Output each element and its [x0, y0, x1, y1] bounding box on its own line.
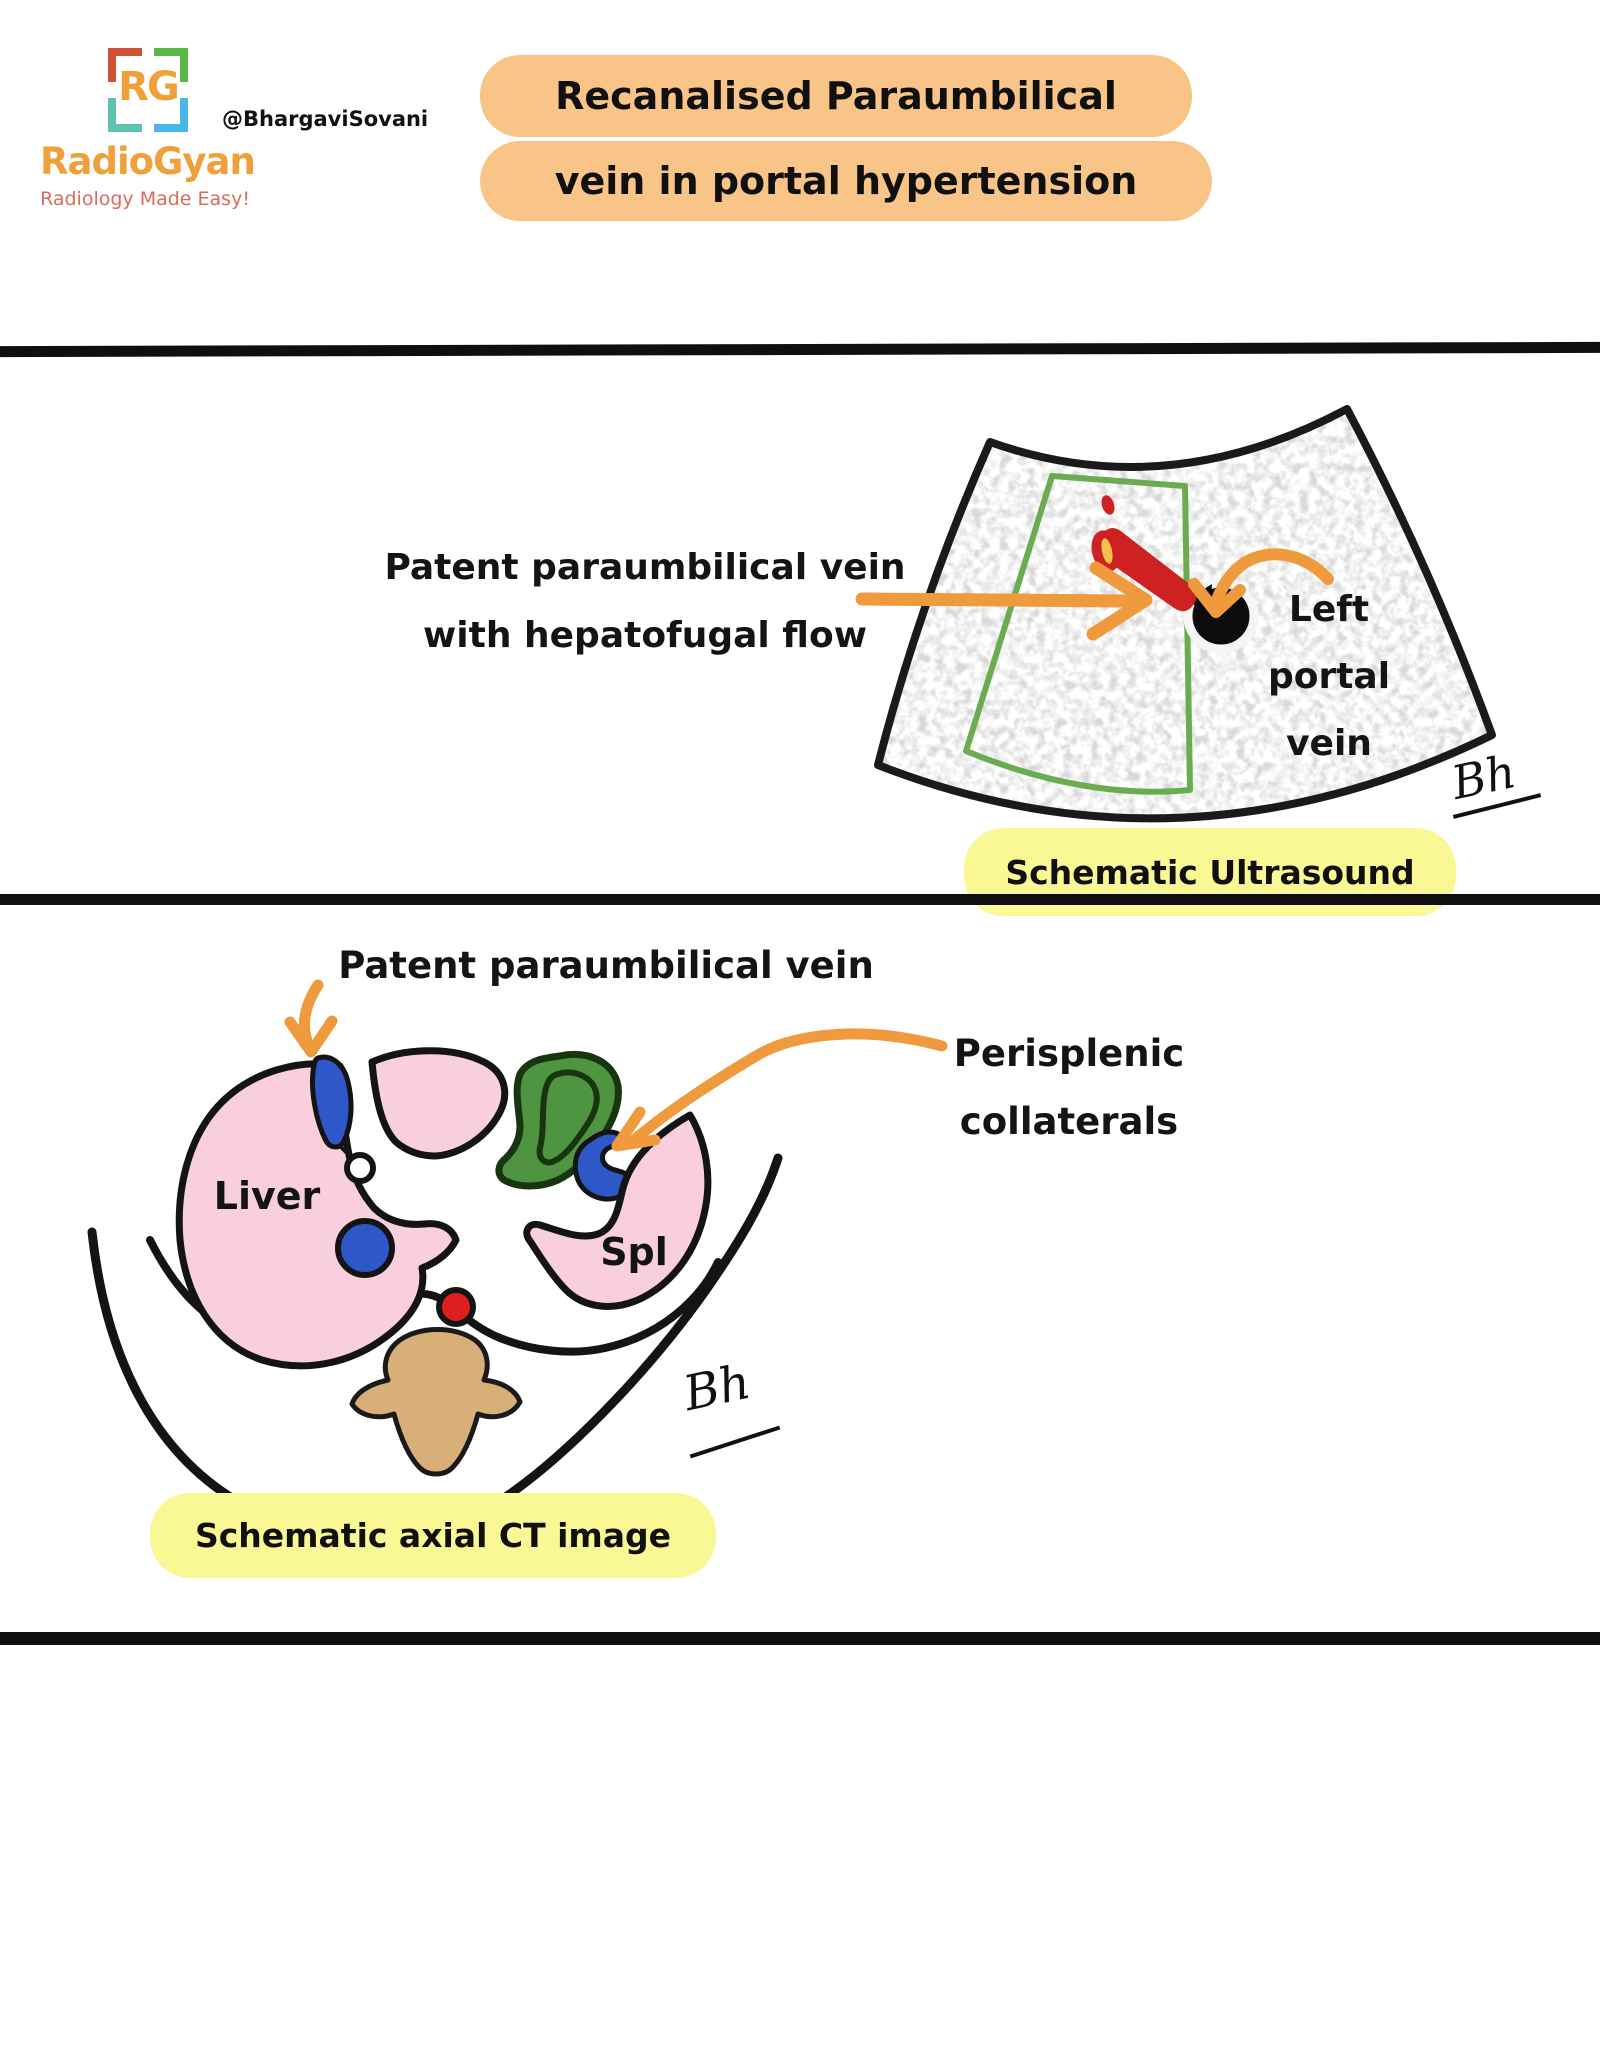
perisplenic-arrow-shaft — [628, 1028, 948, 1146]
ct-caption-pill: Schematic axial CT image — [150, 1493, 716, 1578]
separator-line-middle — [0, 894, 1600, 905]
title-line1: Recanalised Paraumbilical — [555, 74, 1117, 118]
aorta — [436, 1287, 476, 1327]
paraumbilical-arrow-head — [1086, 561, 1153, 641]
logo-rg-letters: RG — [118, 64, 180, 110]
ultrasound-schematic — [855, 405, 1496, 823]
left-portal-vein-label-line1: Left — [1288, 589, 1370, 630]
separator-line-bottom — [0, 1632, 1600, 1645]
color-flow-dot — [1101, 495, 1115, 515]
portal-branch-circle — [335, 1218, 395, 1278]
radiogyan-logo: RG — [108, 48, 188, 132]
portal-vein-arrow-shaft — [1209, 548, 1334, 612]
brand-name: RadioGyan — [40, 140, 256, 183]
left-portal-vein-label-line3: vein — [1286, 723, 1372, 764]
logo-corner-top-left — [108, 48, 142, 82]
ct-perisplenic-annotation-line2: collaterals — [959, 1100, 1179, 1143]
us-caption: Schematic Ultrasound — [1005, 852, 1415, 892]
paraumbilical-vein-ct — [310, 1054, 354, 1150]
us-annotation-line1: Patent paraumbilical vein — [384, 547, 906, 588]
liver-label: Liver — [213, 1174, 321, 1218]
color-flow-aliasing-patch — [1101, 538, 1113, 564]
perisplenic-collaterals-shape — [572, 1129, 633, 1202]
us-annotation-line2: with hepatofugal flow — [423, 615, 867, 656]
falciform-white-circle — [344, 1152, 376, 1184]
portal-vein-arrow-head — [1188, 578, 1246, 618]
ct-paraumbilical-arrow-head — [284, 1015, 338, 1058]
stomach-inner-fold — [536, 1069, 600, 1166]
logo-corner-bottom-right — [154, 98, 188, 132]
paraumbilical-arrow-shaft — [855, 592, 1135, 608]
logo-corner-top-right — [154, 48, 188, 82]
ct-perisplenic-annotation: Perisplenic collaterals — [938, 1020, 1200, 1156]
ct-caption: Schematic axial CT image — [194, 1516, 672, 1555]
title-line2: vein in portal hypertension — [554, 159, 1138, 203]
spleen-shape — [523, 1111, 712, 1310]
us-annotation: Patent paraumbilical vein with hepatofug… — [365, 534, 925, 670]
author-handle: @BhargaviSovani — [222, 107, 429, 131]
paraumbilical-vein-color-flow — [1095, 528, 1197, 612]
title-line1-pill: Recanalised Paraumbilical — [480, 55, 1192, 137]
perisplenic-arrow-head — [611, 1106, 661, 1152]
ct-perisplenic-annotation-line1: Perisplenic — [953, 1032, 1185, 1075]
ct-paraumbilical-annotation: Patent paraumbilical vein — [338, 944, 874, 987]
liver-main-lobe — [175, 1060, 460, 1370]
left-portal-vein-label-line2: portal — [1267, 656, 1391, 697]
title-line2-pill: vein in portal hypertension — [480, 141, 1212, 221]
spleen-label: Spl — [600, 1230, 668, 1274]
brand-tagline: Radiology Made Easy! — [40, 188, 250, 210]
liver-medial-segment — [368, 1047, 509, 1160]
ct-schematic — [87, 979, 948, 1541]
left-portal-vein-label: Left portal vein — [1248, 576, 1410, 777]
vertebra — [349, 1327, 523, 1477]
logo-corner-bottom-left — [108, 98, 142, 132]
ultrasound-fan-outline — [874, 405, 1496, 823]
doppler-color-box — [963, 473, 1193, 795]
